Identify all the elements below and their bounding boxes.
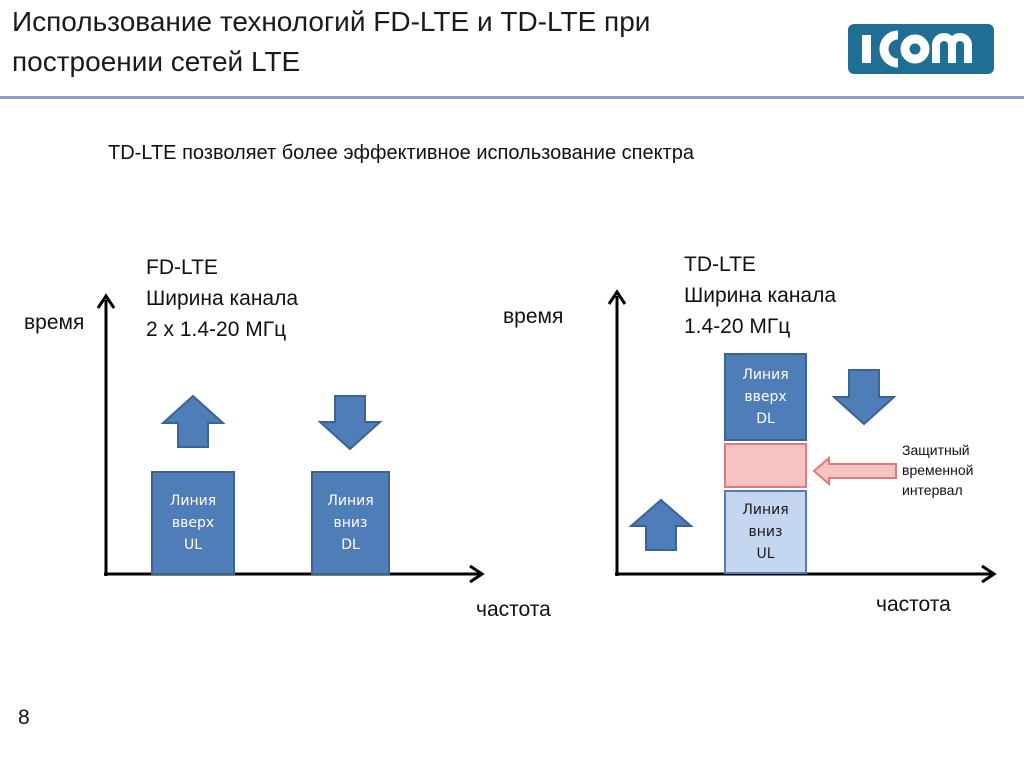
- slide-title-line-2: построении сетей LTE: [12, 46, 301, 77]
- block-text-line: Линия: [742, 502, 789, 518]
- fd-lte-caption-line: Ширина канала: [146, 287, 299, 310]
- icom-logo: [848, 24, 994, 74]
- fd-uplink-arrow-icon: [160, 394, 226, 448]
- td-lte-caption-line: Ширина канала: [684, 284, 837, 307]
- slide-title: Использование технологий FD-LTE и TD-LTE…: [12, 2, 832, 82]
- fd-lte-caption: FD-LTE Ширина канала 2 x 1.4-20 МГц: [146, 252, 298, 345]
- fd-uplink-block: Линия вверх UL: [151, 471, 235, 575]
- td-guard-interval-block: [724, 443, 807, 488]
- fd-lte-y-axis-label: время: [24, 311, 85, 334]
- slide-subtitle: TD-LTE позволяет более эффективное испол…: [108, 142, 694, 164]
- td-lte-y-axis-label: время: [503, 305, 564, 328]
- block-text-line: UL: [183, 537, 203, 553]
- block-text-line: Линия: [169, 493, 217, 509]
- header-divider: [0, 96, 1024, 99]
- guard-label-line: Защитный: [902, 442, 970, 458]
- block-text-line: вверх: [744, 389, 787, 405]
- td-lte-caption-line: TD-LTE: [684, 253, 756, 276]
- td-uplink-block: Линия вниз UL: [724, 490, 807, 574]
- guard-label-line: интервал: [902, 482, 963, 498]
- guard-interval-label: Защитный временной интервал: [902, 440, 974, 500]
- block-text-line: Линия: [742, 367, 789, 383]
- fd-downlink-arrow-icon: [317, 395, 383, 451]
- block-text-line: UL: [756, 546, 775, 562]
- fd-downlink-block: Линия вниз DL: [311, 471, 390, 575]
- block-text-line: Линия: [327, 493, 374, 509]
- td-lte-axes: [607, 289, 997, 584]
- td-lte-x-axis-label: частота: [876, 593, 951, 616]
- guard-pointer-arrow-icon: [812, 455, 897, 487]
- td-lte-caption: TD-LTE Ширина канала 1.4-20 МГц: [684, 249, 836, 342]
- fd-lte-caption-line: FD-LTE: [146, 256, 218, 279]
- block-text-line: DL: [341, 537, 360, 553]
- td-lte-caption-line: 1.4-20 МГц: [684, 315, 791, 338]
- page-number: 8: [18, 706, 30, 729]
- td-downlink-arrow-icon: [831, 369, 897, 426]
- block-text-line: DL: [756, 411, 775, 427]
- td-uplink-arrow-icon: [628, 498, 694, 551]
- block-text-line: вниз: [333, 515, 368, 531]
- block-text-line: вверх: [171, 515, 215, 531]
- slide-title-line-1: Использование технологий FD-LTE и TD-LTE…: [12, 6, 651, 37]
- td-downlink-block: Линия вверх DL: [724, 353, 807, 441]
- guard-label-line: временной: [902, 462, 974, 478]
- fd-lte-caption-line: 2 x 1.4-20 МГц: [146, 318, 287, 341]
- fd-lte-x-axis-label: частота: [476, 598, 551, 621]
- block-text-line: вниз: [748, 524, 783, 540]
